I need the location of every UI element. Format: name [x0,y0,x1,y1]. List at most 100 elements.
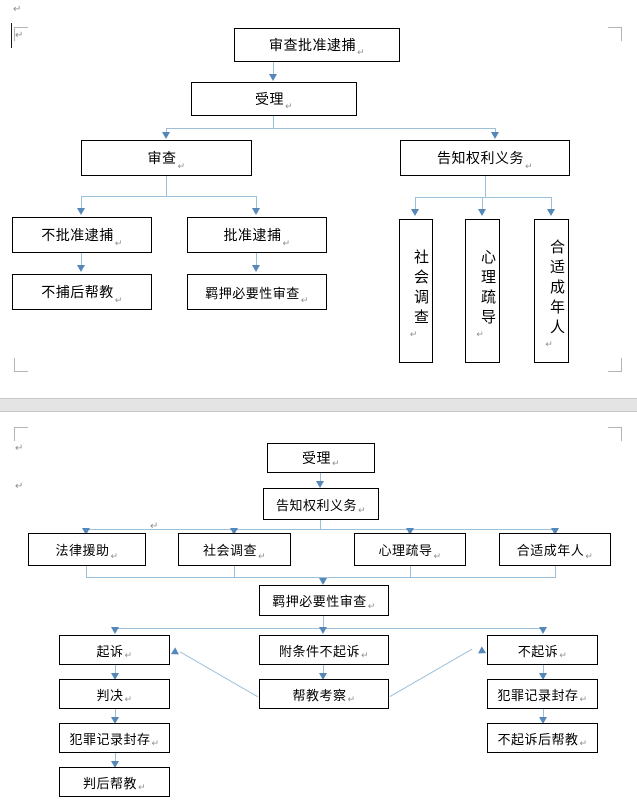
revision-bar [11,23,12,48]
paragraph-mark: ↵ [331,459,341,469]
connector-arrow [82,528,90,535]
node-she-hui-diao-cha[interactable]: 社会调查↵ [399,219,433,363]
node-bu-bu-hou-bang-jiao[interactable]: 不捕后帮教↵ [12,274,152,310]
node-shen-cha-pi-zhun-dai-bu[interactable]: 审查批准逮捕↵ [234,28,400,62]
node-label: 心理疏导 [479,248,497,329]
node-fan-zui-ji-lu-feng-cun-left[interactable]: 犯罪记录封存↵ [59,723,170,753]
node-bang-jiao-kao-cha[interactable]: 帮教考察↵ [259,679,389,709]
connector-bus [86,577,556,579]
node-shou-li[interactable]: 受理↵ [267,443,375,473]
node-shou-li[interactable]: 受理↵ [191,82,357,116]
node-xin-li-shu-dao[interactable]: 心理疏导↵ [465,219,500,363]
node-he-shi-cheng-nian-ren[interactable]: 合适成年人↵ [534,219,569,363]
node-pan-jue[interactable]: 判决↵ [59,679,170,709]
paragraph-mark: ↵ [137,783,147,793]
node-bu-pi-zhun-dai-bu[interactable]: 不批准逮捕↵ [12,217,152,253]
paragraph-mark: ↵ [476,329,489,340]
paragraph-mark: ↵ [13,4,22,15]
node-label: 犯罪记录封存 [69,732,151,748]
node-shen-cha[interactable]: 审查↵ [81,140,252,176]
paragraph-mark: ↵ [284,102,294,112]
paragraph-mark: ↵ [110,552,119,562]
node-label: 犯罪记录封存 [497,688,579,704]
margin-corner-top-left [14,27,28,41]
node-fa-lv-yuan-zhu[interactable]: 法律援助↵ [28,533,146,566]
connector-arrow [539,627,547,634]
connector-line [495,128,497,134]
node-bu-qi-su[interactable]: 不起诉↵ [487,635,598,665]
paragraph-mark: ↵ [282,239,291,249]
node-label: 法律援助 [55,544,110,559]
connector-line [543,665,545,674]
node-label: 审查批准逮捕 [268,38,356,54]
paragraph-mark: ↵ [114,296,123,306]
node-fu-tiao-jian-bu-qi-su[interactable]: 附条件不起诉↵ [259,635,389,665]
connector-line [86,566,88,578]
node-label: 羁押必要性审查 [272,595,367,610]
paragraph-mark: ↵ [257,552,267,562]
node-label: 不起诉后帮教 [497,732,579,748]
node-she-hui-diao-cha[interactable]: 社会调查↵ [178,533,291,566]
connector-arrow [539,717,547,724]
connector-line [415,197,417,210]
paragraph-mark: ↵ [579,695,588,705]
paragraph-mark: ↵ [124,695,133,705]
node-label: 心理疏导 [378,544,433,559]
paragraph-mark: ↵ [433,552,442,562]
connector-arrow [77,265,85,272]
connector-arrow [111,627,119,634]
connector-arrow [411,209,419,216]
node-label: 起诉 [96,644,124,660]
node-ji-ya-bi-yao-xing-shen-cha[interactable]: 羁押必要性审查↵ [187,274,327,310]
connector-line [234,566,236,578]
paragraph-mark: ↵ [357,506,367,516]
connector-line [551,197,553,210]
node-label: 审查 [147,151,177,167]
connector-line [482,197,484,210]
paragraph-mark: ↵ [300,296,309,306]
connector-arrow [230,528,238,535]
paragraph-mark: ↵ [579,739,588,749]
node-label: 判决 [96,688,124,704]
node-gao-zhi-quan-li-yi-wu[interactable]: 告知权利义务↵ [400,140,570,176]
paragraph-mark: ↵ [545,339,558,350]
node-gao-zhi-quan-li-yi-wu[interactable]: 告知权利义务↵ [263,488,379,520]
connector-arrow [491,132,499,139]
node-ji-ya-bi-yao-xing-shen-cha[interactable]: 羁押必要性审查↵ [259,585,389,616]
connector-line [543,709,545,718]
node-fan-zui-ji-lu-feng-cun-right[interactable]: 犯罪记录封存↵ [487,679,598,709]
node-bu-qi-su-hou-bang-jiao[interactable]: 不起诉后帮教↵ [487,723,598,753]
node-xin-li-shu-dao[interactable]: 心理疏导↵ [354,533,466,566]
connector-arrow [169,647,179,658]
node-label: 判后帮教 [82,776,137,792]
connector-arrow [478,209,486,216]
connector-arrow [77,208,85,215]
connector-line [166,176,168,197]
node-he-shi-cheng-nian-ren[interactable]: 合适成年人↵ [499,533,611,566]
connector-line [320,473,322,482]
connector-arrow [252,208,260,215]
page-one-sheet: ↵ ↵ 审查批准逮捕↵ [0,0,637,398]
connector-line [256,253,258,266]
node-label: 受理 [301,451,331,467]
node-pan-hou-bang-jiao[interactable]: 判后帮教↵ [59,767,170,797]
paragraph-mark: ↵ [150,521,159,532]
node-pi-zhun-dai-bu[interactable]: 批准逮捕↵ [187,217,327,253]
connector-line [410,566,412,578]
connector-bus [166,128,496,130]
node-qi-su[interactable]: 起诉↵ [59,635,170,665]
connector-arrow [111,673,119,680]
margin-corner-top-right [608,427,622,441]
node-label: 不捕后帮教 [41,285,114,301]
paragraph-mark: ↵ [409,329,423,340]
node-label: 告知权利义务 [275,498,357,514]
connector-line [273,62,275,75]
paragraph-mark: ↵ [151,739,160,749]
node-label: 不起诉 [517,644,559,660]
node-label: 社会调查 [412,248,430,329]
margin-corner-top-right [608,27,622,41]
paragraph-mark: ↵ [124,651,133,661]
connector-line [81,253,83,266]
node-label: 帮教考察 [292,688,347,704]
connector-arrow [162,132,170,139]
